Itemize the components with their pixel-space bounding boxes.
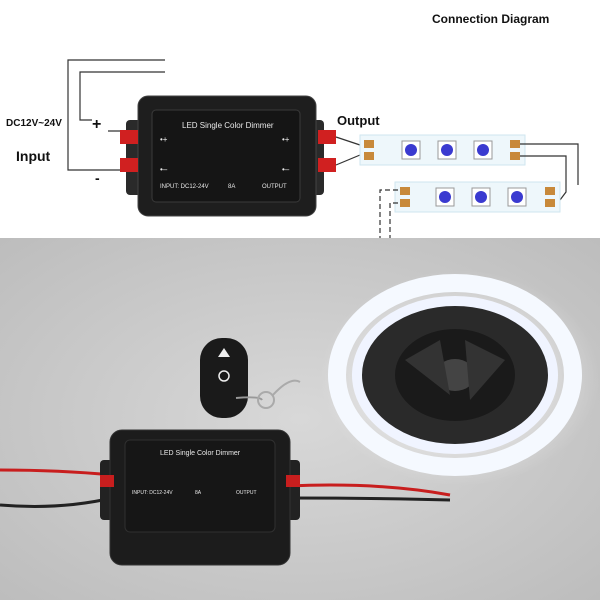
- svg-text:•+: •+: [160, 135, 168, 144]
- input-label: Input: [16, 148, 51, 164]
- photo-device-amp: 8A: [195, 490, 202, 496]
- minus-sign: -: [95, 170, 100, 186]
- output-terminal-negative: [318, 158, 336, 172]
- device-title-text: LED Single Color Dimmer: [182, 121, 274, 130]
- device-input-text: INPUT: DC12-24V: [160, 184, 209, 190]
- input-terminal-positive: [120, 130, 138, 144]
- device-output-text: OUTPUT: [262, 184, 287, 190]
- diagram-title: Connection Diagram: [432, 12, 550, 26]
- svg-text:•–: •–: [282, 165, 290, 174]
- photo-device-input: INPUT: DC12-24V: [132, 490, 173, 496]
- led-strip-diagram-top: [359, 134, 526, 166]
- product-photo: LED Single Color Dimmer INPUT: DC12-24V …: [0, 238, 600, 600]
- led-strip-reel: [320, 270, 600, 486]
- photo-device-title: LED Single Color Dimmer: [160, 450, 241, 457]
- svg-text:•+: •+: [282, 135, 290, 144]
- plus-sign: +: [92, 116, 102, 133]
- output-label: Output: [337, 113, 380, 128]
- output-terminal-positive: [318, 130, 336, 144]
- input-wire-negative: [67, 59, 165, 171]
- led-strip-diagram-bottom: [394, 181, 561, 213]
- svg-text:•–: •–: [160, 165, 168, 174]
- device-amp-text: 8A: [228, 184, 235, 190]
- remote-control: [200, 338, 301, 418]
- photo-device-output: OUTPUT: [236, 490, 257, 496]
- input-wire-positive: [79, 71, 165, 121]
- dimmer-device-photo: LED Single Color Dimmer INPUT: DC12-24V …: [100, 429, 300, 566]
- input-terminal-negative: [120, 158, 138, 172]
- voltage-label: DC12V~24V: [6, 118, 62, 129]
- dimmer-device: LED Single Color Dimmer •+ •– •+ •– INPU…: [120, 95, 336, 217]
